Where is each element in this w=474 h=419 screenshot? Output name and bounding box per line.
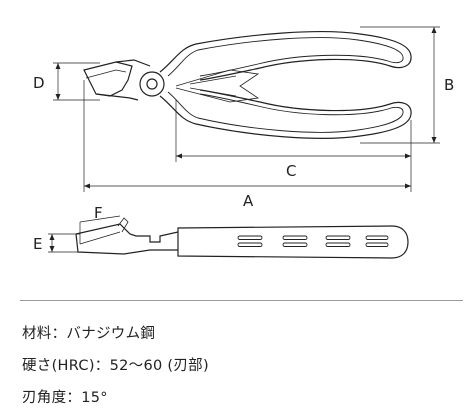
- dimension-label-d: D: [33, 74, 45, 92]
- dimension-label-f: F: [94, 204, 103, 222]
- dimension-label-a: A: [243, 192, 254, 210]
- pliers-dimension-diagram: D B C A F E: [33, 26, 454, 259]
- dimension-lines-side: [48, 215, 121, 253]
- pliers-top-view: [83, 31, 412, 139]
- spec-hardness: 硬さ(HRC)：52〜60 (刃部): [22, 358, 209, 374]
- section-divider: [20, 300, 463, 301]
- dimension-lines-top: [53, 26, 440, 192]
- pliers-side-view: [75, 217, 409, 259]
- spec-blade-angle: 刃角度：15°: [22, 390, 108, 406]
- dimension-arrows-side: [49, 234, 55, 252]
- dimension-label-b: B: [444, 76, 454, 94]
- dimension-label-e: E: [33, 235, 42, 253]
- spec-material: 材料：バナジウム鋼: [22, 326, 156, 342]
- dimension-label-c: C: [286, 162, 296, 180]
- dimension-arrows-top: [55, 27, 437, 189]
